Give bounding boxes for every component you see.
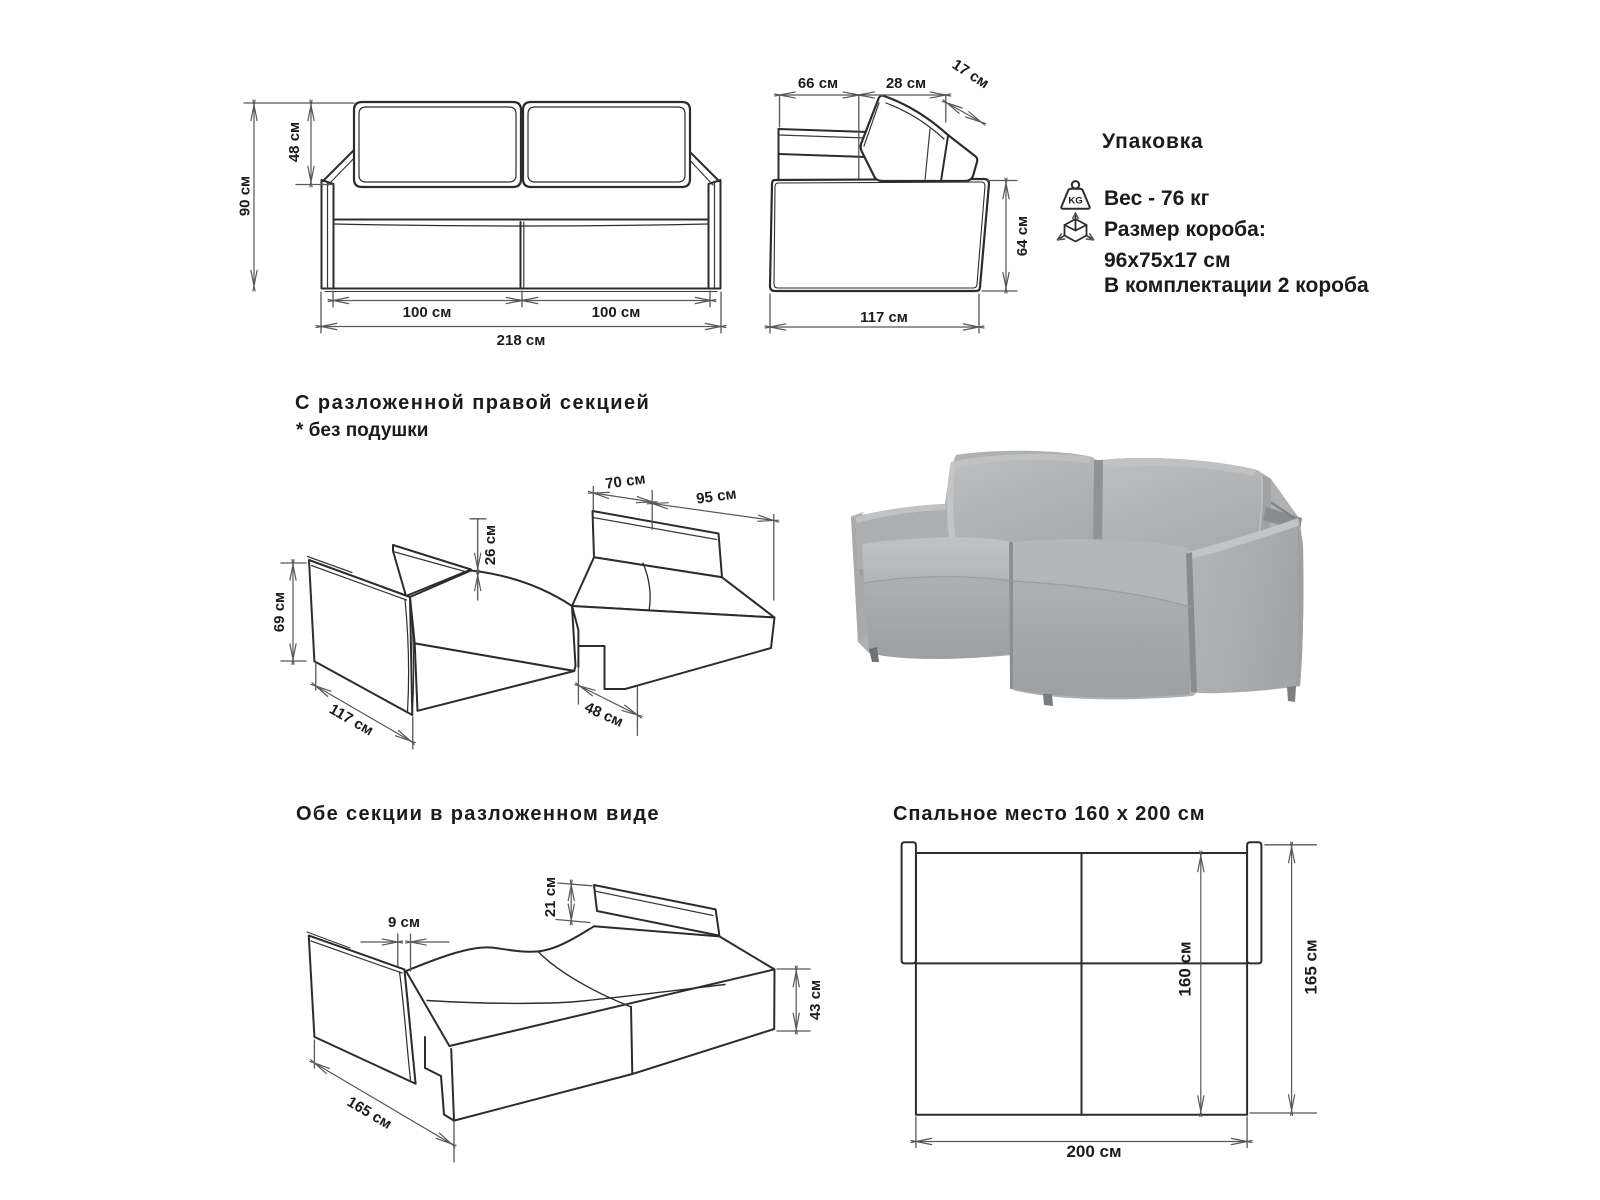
svg-text:117 см: 117 см (860, 309, 908, 326)
svg-text:43 см: 43 см (807, 980, 824, 1020)
svg-text:218 см: 218 см (497, 332, 546, 349)
svg-text:66 см: 66 см (798, 75, 838, 92)
svg-text:Размер короба:: Размер короба: (1104, 218, 1266, 241)
svg-text:160 см: 160 см (1176, 941, 1195, 996)
svg-text:69 см: 69 см (271, 592, 288, 632)
svg-text:200 см: 200 см (1066, 1142, 1121, 1161)
svg-text:9 см: 9 см (388, 914, 420, 931)
svg-text:100 см: 100 см (403, 304, 452, 321)
svg-text:64 см: 64 см (1014, 216, 1031, 256)
svg-text:Спальное место 160 x 200 см: Спальное место 160 x 200 см (893, 803, 1205, 825)
svg-text:В комплектации 2 короба: В комплектации 2 короба (1104, 274, 1369, 297)
svg-text:100 см: 100 см (592, 304, 641, 321)
svg-text:28 см: 28 см (886, 75, 926, 92)
svg-text:KG: KG (1068, 196, 1082, 207)
svg-text:90 см: 90 см (237, 176, 254, 216)
svg-text:70 см: 70 см (604, 470, 646, 492)
svg-text:26 см: 26 см (482, 525, 499, 565)
svg-text:Упаковка: Упаковка (1102, 130, 1204, 153)
svg-text:21 см: 21 см (542, 877, 559, 917)
svg-text:48 см: 48 см (286, 122, 303, 162)
svg-text:С разложенной правой секцией: С разложенной правой секцией (295, 392, 650, 414)
svg-text:165 см: 165 см (1302, 939, 1321, 994)
svg-text:Вес - 76 кг: Вес - 76 кг (1104, 187, 1210, 210)
svg-text:Обе секции в разложенном виде: Обе секции в разложенном виде (296, 803, 660, 825)
svg-text:* без подушки: * без подушки (296, 420, 428, 441)
svg-text:96х75х17 см: 96х75х17 см (1104, 249, 1230, 272)
svg-text:95 см: 95 см (695, 485, 737, 507)
